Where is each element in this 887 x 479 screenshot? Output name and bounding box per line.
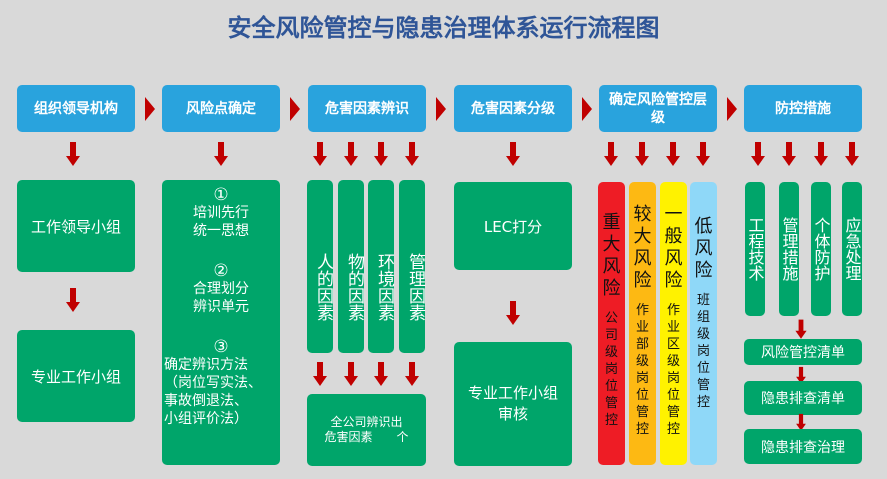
step-text: 统一思想 (193, 223, 249, 239)
lec-score-box: LEC打分 (454, 182, 572, 270)
arrow-down-icon (344, 362, 358, 388)
step-text: 培训先行 (193, 205, 249, 221)
arrow-down-icon (635, 142, 649, 168)
arrow-down-icon (796, 413, 806, 432)
factor-management: 管理因素 (399, 180, 425, 353)
header-control-level: 确定风险管控层级 (599, 85, 717, 132)
header-hazard-identify: 危害因素辨识 (308, 85, 426, 132)
arrow-down-icon (814, 142, 828, 168)
arrow-down-icon (405, 142, 419, 168)
arrow-right-icon (727, 97, 737, 121)
risk-level-name: 一般风险 (664, 204, 683, 291)
arrow-down-icon (405, 362, 419, 388)
step-number: ① (213, 185, 229, 205)
step-number: ② (213, 261, 229, 281)
hazard-count-text: 危害因素 个 (324, 430, 409, 444)
risk-level-control: 作业部级岗位管控 (635, 303, 649, 437)
step-text: 合理划分 (193, 281, 249, 297)
arrow-down-icon (344, 142, 358, 168)
risk-level-name: 低风险 (694, 216, 713, 281)
step-text: 小组评价法） (164, 411, 248, 427)
arrow-down-icon (313, 142, 327, 168)
risk-level-control: 作业区级岗位管控 (666, 303, 680, 437)
step-number: ③ (213, 337, 229, 357)
arrow-down-icon (666, 142, 680, 168)
risk-level-control: 公司级岗位管控 (604, 311, 618, 428)
measure-engineering: 工程技术 (745, 182, 765, 316)
arrow-down-icon (313, 362, 327, 388)
arrow-down-icon (506, 301, 520, 327)
risk-point-steps: ① 培训先行 统一思想 ② 合理划分 辨识单元 ③ 确定辨识方法 （岗位写实法、… (162, 180, 280, 465)
step-text: 辨识单元 (193, 299, 249, 315)
hazard-count-box: 全公司辨识出 危害因素 个 (307, 394, 426, 466)
arrow-down-icon (214, 142, 228, 168)
risk-level-name: 重大风险 (602, 212, 621, 299)
leadership-group-box: 工作领导小组 (17, 180, 135, 272)
arrow-down-icon (506, 142, 520, 168)
review-group-box: 专业工作小组审核 (454, 342, 572, 466)
arrow-down-icon (795, 319, 807, 341)
arrow-right-icon (145, 97, 155, 121)
factor-human: 人的因素 (307, 180, 333, 353)
factor-environment: 环境因素 (368, 180, 394, 353)
step-text: 确定辨识方法 (164, 357, 248, 373)
header-prevention: 防控措施 (744, 85, 862, 132)
header-risk-point: 风险点确定 (162, 85, 280, 132)
risk-level-major: 重大风险 公司级岗位管控 (598, 182, 625, 465)
hazard-remediation: 隐患排查治理 (744, 429, 862, 464)
arrow-down-icon (845, 142, 859, 168)
risk-level-low: 低风险 班组级岗位管控 (690, 182, 717, 465)
factor-material: 物的因素 (338, 180, 364, 353)
measure-management: 管理措施 (779, 182, 799, 316)
arrow-down-icon (374, 142, 388, 168)
risk-level-general: 一般风险 作业区级岗位管控 (660, 182, 687, 465)
arrow-right-icon (290, 97, 300, 121)
arrow-down-icon (796, 366, 806, 385)
step-text: （岗位写实法、 (164, 375, 262, 391)
arrow-down-icon (374, 362, 388, 388)
hazard-check-list: 隐患排查清单 (744, 381, 862, 415)
arrow-down-icon (696, 142, 710, 168)
risk-level-high: 较大风险 作业部级岗位管控 (629, 182, 656, 465)
page-title: 安全风险管控与隐患治理体系运行流程图 (227, 14, 660, 42)
risk-control-list: 风险管控清单 (744, 339, 862, 365)
measure-emergency: 应急处理 (842, 182, 862, 316)
risk-level-name: 较大风险 (633, 204, 652, 291)
header-hazard-grade: 危害因素分级 (454, 85, 572, 132)
measure-ppe: 个体防护 (811, 182, 831, 316)
hazard-count-text: 全公司辨识出 (330, 415, 403, 429)
arrow-down-icon (751, 142, 765, 168)
header-org: 组织领导机构 (17, 85, 135, 132)
risk-level-control: 班组级岗位管控 (696, 293, 710, 410)
arrow-down-icon (66, 142, 80, 168)
step-text: 事故倒退法、 (164, 393, 248, 409)
arrow-down-icon (66, 288, 80, 314)
arrow-right-icon (436, 97, 446, 121)
arrow-down-icon (782, 142, 796, 168)
arrow-down-icon (604, 142, 618, 168)
professional-group-box: 专业工作小组 (17, 330, 135, 422)
arrow-right-icon (582, 97, 592, 121)
